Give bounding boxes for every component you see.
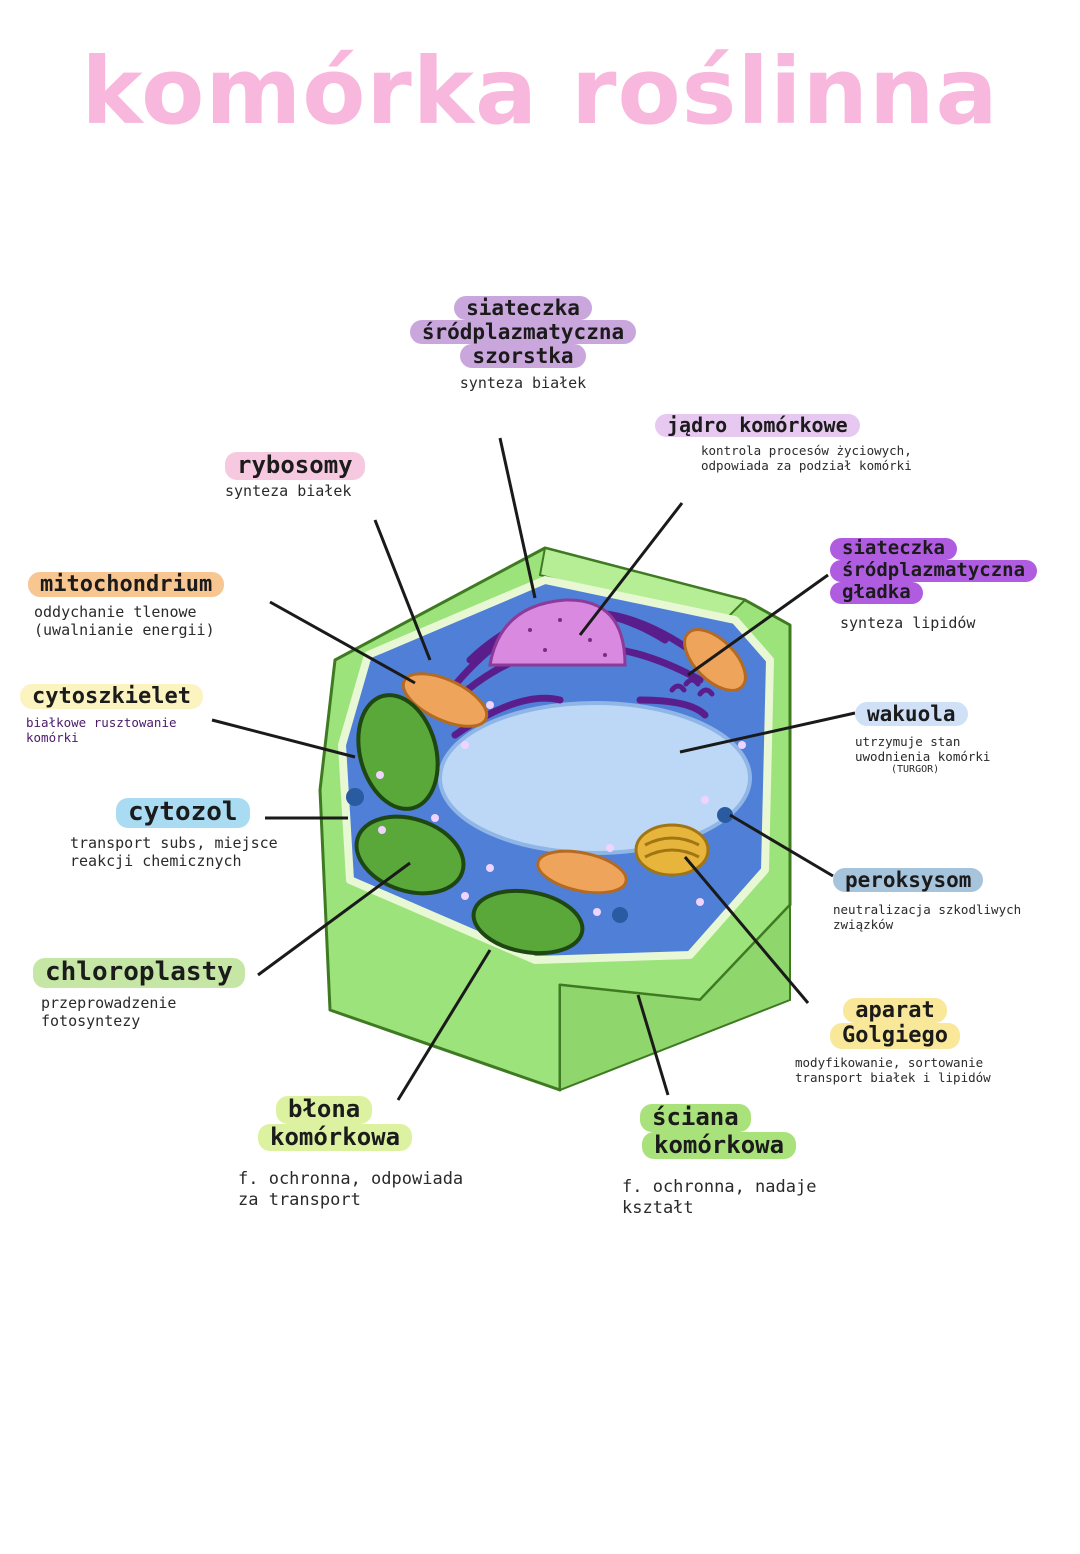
label-rough-er: siateczka śródplazmatyczna szorstka synt… bbox=[388, 296, 658, 392]
label-smooth-er: siateczka śródplazmatyczna gładka syntez… bbox=[830, 537, 1038, 632]
mitochondria-shape bbox=[401, 628, 747, 895]
label-chloroplasts: chloroplasty przeprowadzenie fotosyntezy bbox=[33, 957, 245, 1030]
ribosomes-shape bbox=[376, 701, 746, 916]
label-mitochondrion-name: mitochondrium bbox=[28, 572, 225, 598]
label-chloroplasts-desc-1: przeprowadzenie bbox=[41, 993, 177, 1012]
label-smooth-er-name-2: śródplazmatyczna bbox=[830, 559, 1038, 582]
label-vacuole-desc-3: (TURGOR) bbox=[891, 764, 940, 776]
label-cell-wall-name-2: komórkowa bbox=[642, 1131, 797, 1160]
chloroplasts-shape bbox=[354, 693, 585, 956]
label-cell-wall: ściana komórkowa f. ochronna, nadaje ksz… bbox=[622, 1103, 817, 1218]
label-chloroplasts-name: chloroplasty bbox=[33, 957, 245, 988]
label-rough-er-desc: synteza białek bbox=[459, 374, 587, 393]
label-cell-wall-desc-2: kształt bbox=[622, 1197, 694, 1218]
label-cell-wall-name-1: ściana bbox=[640, 1103, 751, 1132]
label-cytosol-desc-2: reakcji chemicznych bbox=[70, 851, 242, 870]
label-golgi-name-2: Golgiego bbox=[830, 1023, 960, 1049]
label-nucleus-desc-2: odpowiada za podział komórki bbox=[701, 458, 912, 473]
label-mitochondrion-desc-2: (uwalnianie energii) bbox=[34, 621, 215, 640]
label-golgi-name-1: aparat bbox=[843, 998, 947, 1024]
label-vacuole-name: wakuola bbox=[855, 702, 968, 727]
nucleus-shape bbox=[488, 598, 627, 667]
label-cytosol: cytozol transport subs, miejsce reakcji … bbox=[70, 797, 278, 870]
label-smooth-er-name-1: siateczka bbox=[830, 537, 957, 560]
label-rough-er-name-3: szorstka bbox=[460, 344, 586, 369]
label-mitochondrion: mitochondrium oddychanie tlenowe (uwalni… bbox=[28, 572, 225, 640]
label-nucleus-desc-1: kontrola procesów życiowych, bbox=[701, 443, 912, 458]
label-ribosomes-desc: synteza białek bbox=[225, 481, 352, 500]
golgi-shape bbox=[634, 823, 710, 877]
label-cytoskeleton-desc-1: białkowe rusztowanie bbox=[26, 715, 177, 731]
label-cytosol-desc-1: transport subs, miejsce bbox=[70, 833, 278, 852]
label-mitochondrion-desc-1: oddychanie tlenowe bbox=[34, 603, 197, 622]
label-golgi-desc-2: transport białek i lipidów bbox=[795, 1069, 991, 1085]
label-golgi: aparat Golgiego modyfikowanie, sortowani… bbox=[795, 998, 995, 1085]
label-peroxisome-desc-1: neutralizacja szkodliwych bbox=[833, 902, 1022, 918]
label-peroxisome-name: peroksysom bbox=[833, 868, 984, 893]
vacuole-shape bbox=[438, 701, 752, 855]
leader-lines bbox=[211, 437, 856, 1101]
label-cytosol-name: cytozol bbox=[116, 797, 250, 828]
peroxisome-shape bbox=[346, 788, 733, 923]
label-cell-membrane: błona komórkowa f. ochronna, odpowiada z… bbox=[238, 1095, 464, 1210]
label-smooth-er-desc: synteza lipidów bbox=[840, 613, 976, 632]
label-ribosomes: rybosomy synteza białek bbox=[225, 451, 365, 500]
label-cell-membrane-desc-1: f. ochronna, odpowiada bbox=[238, 1169, 464, 1190]
label-cytoskeleton: cytoszkielet białkowe rusztowanie komórk… bbox=[20, 684, 203, 745]
label-peroxisome: peroksysom neutralizacja szkodliwych zwi… bbox=[833, 868, 1021, 932]
label-cell-membrane-name-1: błona bbox=[276, 1095, 373, 1124]
label-rough-er-name-2: śródplazmatyczna bbox=[409, 320, 637, 345]
label-vacuole: wakuola utrzymuje stan uwodnienia komórk… bbox=[855, 702, 990, 776]
page-title: komórka roślinna bbox=[81, 38, 999, 145]
label-golgi-desc-1: modyfikowanie, sortowanie bbox=[795, 1054, 984, 1070]
label-peroxisome-desc-2: związków bbox=[833, 917, 894, 933]
label-cytoskeleton-desc-2: komórki bbox=[26, 730, 79, 746]
label-rough-er-name-1: siateczka bbox=[454, 296, 592, 321]
label-smooth-er-name-3: gładka bbox=[830, 581, 923, 604]
smooth-er-shape bbox=[669, 677, 715, 697]
label-cell-wall-desc-1: f. ochronna, nadaje bbox=[622, 1177, 817, 1198]
label-nucleus: jądro komórkowe kontrola procesów życiow… bbox=[655, 414, 912, 473]
label-chloroplasts-desc-2: fotosyntezy bbox=[41, 1011, 141, 1030]
label-cell-membrane-desc-2: za transport bbox=[238, 1189, 361, 1210]
label-ribosomes-name: rybosomy bbox=[225, 451, 365, 480]
label-vacuole-desc-2: uwodnienia komórki bbox=[855, 749, 991, 765]
label-cell-membrane-name-2: komórkowa bbox=[258, 1123, 413, 1152]
label-cytoskeleton-name: cytoszkielet bbox=[20, 684, 203, 710]
label-nucleus-name: jądro komórkowe bbox=[655, 414, 860, 437]
label-vacuole-desc-1: utrzymuje stan bbox=[855, 734, 961, 750]
